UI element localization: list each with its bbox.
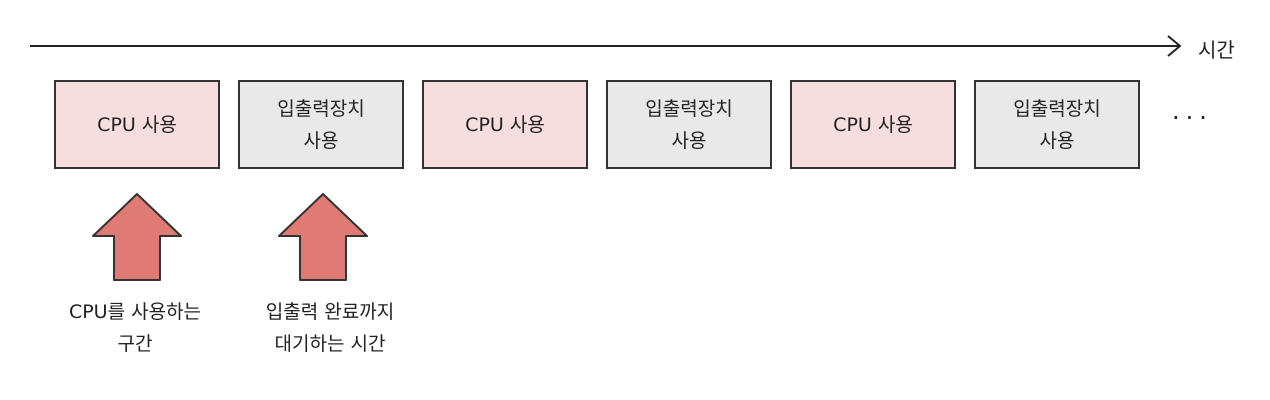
block-io-use-2: 입출력장치 사용 bbox=[606, 80, 772, 169]
block-io-use-1: 입출력장치 사용 bbox=[238, 80, 404, 169]
caption-cpu-interval: CPU를 사용하는 구간 bbox=[68, 301, 202, 355]
axis-label-time: 시간 bbox=[1198, 38, 1235, 62]
timeline-axis bbox=[30, 35, 1182, 57]
up-arrow-icon-cpu bbox=[92, 193, 182, 281]
block-io-use-3: 입출력장치 사용 bbox=[974, 80, 1140, 169]
block-cpu-use-2: CPU 사용 bbox=[422, 80, 588, 169]
block-cpu-use-3: CPU 사용 bbox=[790, 80, 956, 169]
continuation-ellipsis: ··· bbox=[1172, 104, 1213, 132]
caption-io-wait-time: 입출력 완료까지 대기하는 시간 bbox=[265, 301, 395, 355]
block-cpu-use-1: CPU 사용 bbox=[54, 80, 220, 169]
up-arrow-icon-io-wait bbox=[278, 193, 368, 281]
